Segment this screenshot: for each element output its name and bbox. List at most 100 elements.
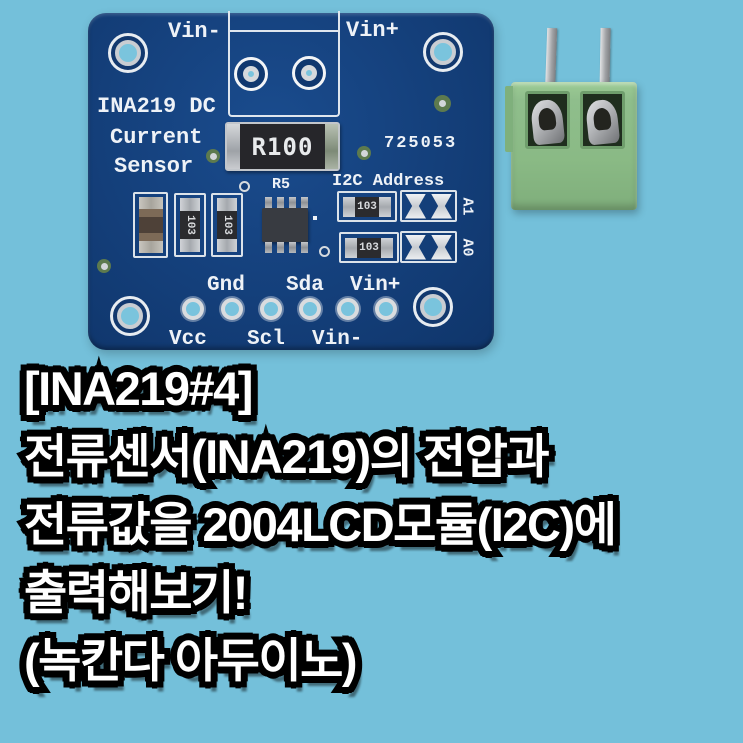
header-pin-hole-sda — [299, 298, 321, 320]
caption-line-outline: 출력해보기! — [18, 560, 254, 625]
a1-label: A1 — [458, 197, 476, 216]
hole-bore — [301, 65, 317, 81]
metal-clamp — [584, 98, 621, 146]
resistor-code: 103 — [184, 215, 196, 235]
capacitor-body — [138, 197, 163, 253]
ic-pin — [265, 242, 272, 253]
hole-bore — [243, 66, 259, 82]
header-pin-hole-vin-plus — [375, 298, 397, 320]
via — [434, 95, 451, 112]
component-end — [217, 198, 237, 211]
shunt-value-label: R100 — [251, 132, 314, 161]
shunt-terminal-hole — [234, 57, 268, 91]
wire-entry-hole — [525, 91, 570, 149]
hole-bore — [117, 303, 143, 329]
caption-line-3: 전류값을 2004LCD모듈(I2C)에 전류값을 2004LCD모듈(I2C)… — [18, 492, 740, 562]
gnd-label: Gnd — [207, 274, 245, 297]
screw-terminal-block — [505, 27, 641, 213]
ic-pin — [301, 197, 308, 208]
resistor-code: 103 — [359, 241, 379, 254]
mounting-hole — [413, 287, 453, 327]
component-end — [217, 239, 237, 252]
solder-jumper-pad — [431, 234, 452, 260]
solder-jumper-pad — [405, 193, 426, 219]
ina219-breakout-board: Vin- Vin+ INA219 DC Current Sensor R100 … — [88, 11, 494, 351]
vin-minus-top-label: Vin- — [168, 19, 221, 44]
r5-label: R5 — [272, 176, 291, 193]
via — [319, 246, 330, 257]
mounting-hole — [108, 33, 148, 73]
a1-jumper-pads — [400, 190, 457, 222]
via-pad — [439, 100, 446, 107]
resistor-code: 103 — [221, 215, 233, 235]
caption-line-text: [INA219#4] — [24, 362, 253, 415]
smd-resistor: 103 — [174, 193, 206, 257]
resistor-end-cap — [227, 124, 240, 169]
ic-pin — [289, 197, 296, 208]
caption-line-1: [INA219#4] [INA219#4] — [18, 356, 740, 426]
a0-label: A0 — [458, 238, 476, 257]
caption-line-4: 출력해보기! 출력해보기! — [18, 560, 740, 630]
component-end — [180, 239, 200, 252]
solder-jumper-pad — [431, 193, 452, 219]
clamp-opening — [537, 107, 557, 131]
caption-line-5: (녹칸다 아두이노) (녹칸다 아두이노) — [18, 628, 740, 698]
caption-line-2: 전류센서(INA219)의 전압과 전류센서(INA219)의 전압과 — [18, 424, 740, 494]
caption-line-outline: [INA219#4] — [18, 356, 259, 421]
component-end — [381, 237, 393, 258]
hole-bore — [430, 39, 456, 65]
caption-line-outline: 전류센서(INA219)의 전압과 — [18, 424, 556, 489]
caption: [INA219#4] [INA219#4] 전류센서(INA219)의 전압과 … — [18, 356, 740, 698]
terminal-footprint-outline — [228, 11, 340, 117]
caption-line-text: 전류센서(INA219)의 전압과 — [24, 430, 550, 483]
resistor-body: 103 — [217, 198, 237, 252]
via — [206, 149, 220, 163]
caption-line-outline: 전류값을 2004LCD모듈(I2C)에 — [18, 492, 623, 557]
a0-jumper-pads — [400, 231, 457, 263]
board-title-line2: Current — [110, 125, 203, 150]
mounting-hole — [110, 296, 150, 336]
component-end — [138, 241, 163, 253]
smd-resistor: 103 — [211, 193, 243, 257]
sda-label: Sda — [286, 274, 324, 297]
vin-minus-label: Vin- — [312, 328, 363, 351]
component-end — [138, 197, 163, 209]
scl-label: Scl — [247, 328, 285, 351]
clamp-opening — [592, 107, 612, 131]
caption-line-text: 전류값을 2004LCD모듈(I2C)에 — [24, 498, 617, 551]
caption-line-outline: (녹칸다 아두이노) — [18, 628, 364, 693]
caption-line-text: 출력해보기! — [24, 566, 248, 619]
component-end — [180, 198, 200, 211]
smd-resistor: 103 — [337, 191, 397, 222]
header-pin-hole-gnd — [221, 298, 243, 320]
ic-pin — [277, 242, 284, 253]
resistor-body: 103 — [345, 237, 393, 258]
via-pad — [100, 262, 108, 270]
board-title-line3: Sensor — [114, 154, 194, 179]
component-end — [379, 196, 391, 217]
serial-number-label: 725053 — [384, 134, 458, 153]
pin1-marker — [313, 216, 317, 220]
caption-line-text: (녹칸다 아두이노) — [24, 634, 358, 687]
via — [239, 181, 250, 192]
ic-pin — [289, 242, 296, 253]
board-title-line1: INA219 DC — [97, 94, 216, 119]
ic-pin — [265, 197, 272, 208]
hole-bore — [420, 294, 446, 320]
vin-plus-top-label: Vin+ — [346, 18, 399, 43]
i2c-address-label: I2C Address — [332, 172, 445, 191]
wire-entry-hole — [580, 91, 625, 149]
metal-clamp — [529, 98, 566, 146]
vin-plus-label: Vin+ — [350, 274, 401, 297]
shunt-terminal-hole — [292, 56, 326, 90]
via-pad — [360, 149, 368, 157]
ina219-ic-chip — [262, 197, 308, 253]
header-pin-hole-scl — [260, 298, 282, 320]
resistor-body: 103 — [343, 196, 391, 217]
component-end — [345, 237, 357, 258]
via — [97, 259, 111, 273]
smd-capacitor — [133, 192, 168, 258]
capacitor-band — [138, 217, 163, 233]
smd-resistor: 103 — [339, 232, 399, 263]
